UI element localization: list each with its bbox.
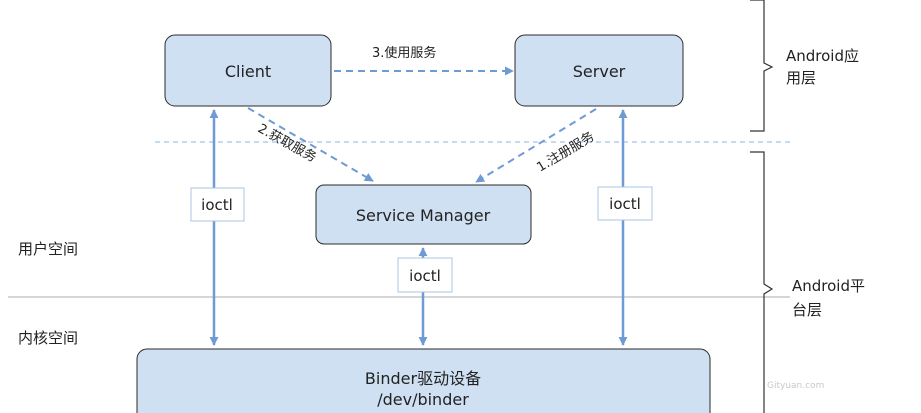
ioctl-right-label: ioctl (609, 195, 641, 213)
watermark: Gityuan.com (767, 381, 824, 391)
service-manager-label: Service Manager (356, 206, 491, 225)
binder-device-path: /dev/binder (377, 390, 469, 409)
get-service-arrow (247, 107, 374, 182)
app-layer-label-line2: 用层 (786, 69, 816, 87)
server-box (514, 34, 684, 107)
client-box (164, 34, 332, 107)
ioctl-right-box (597, 186, 653, 221)
platform-layer-label-line2: 台层 (792, 301, 822, 319)
app-layer-brace (750, 0, 774, 132)
ioctl-center-box (397, 257, 453, 293)
user-space-label: 用户空间 (18, 240, 78, 258)
client-label: Client (225, 62, 271, 81)
ioctl-left-box (190, 187, 245, 222)
server-label: Server (573, 62, 626, 81)
service-manager-box (315, 184, 532, 245)
platform-layer-brace (750, 151, 774, 413)
app-layer-label-line1: Android应 (786, 47, 859, 65)
platform-layer-label-line1: Android平 (792, 277, 865, 295)
binder-driver-label: Binder驱动设备 (365, 369, 481, 388)
use-service-label: 3.使用服务 (372, 45, 436, 61)
kernel-space-label: 内核空间 (18, 329, 78, 347)
ioctl-center-label: ioctl (409, 267, 441, 285)
register-service-label: 1.注册服务 (534, 129, 597, 176)
ioctl-left-label: ioctl (201, 196, 233, 214)
get-service-label: 2.获取服务 (255, 121, 319, 166)
binder-driver-box (136, 348, 711, 413)
